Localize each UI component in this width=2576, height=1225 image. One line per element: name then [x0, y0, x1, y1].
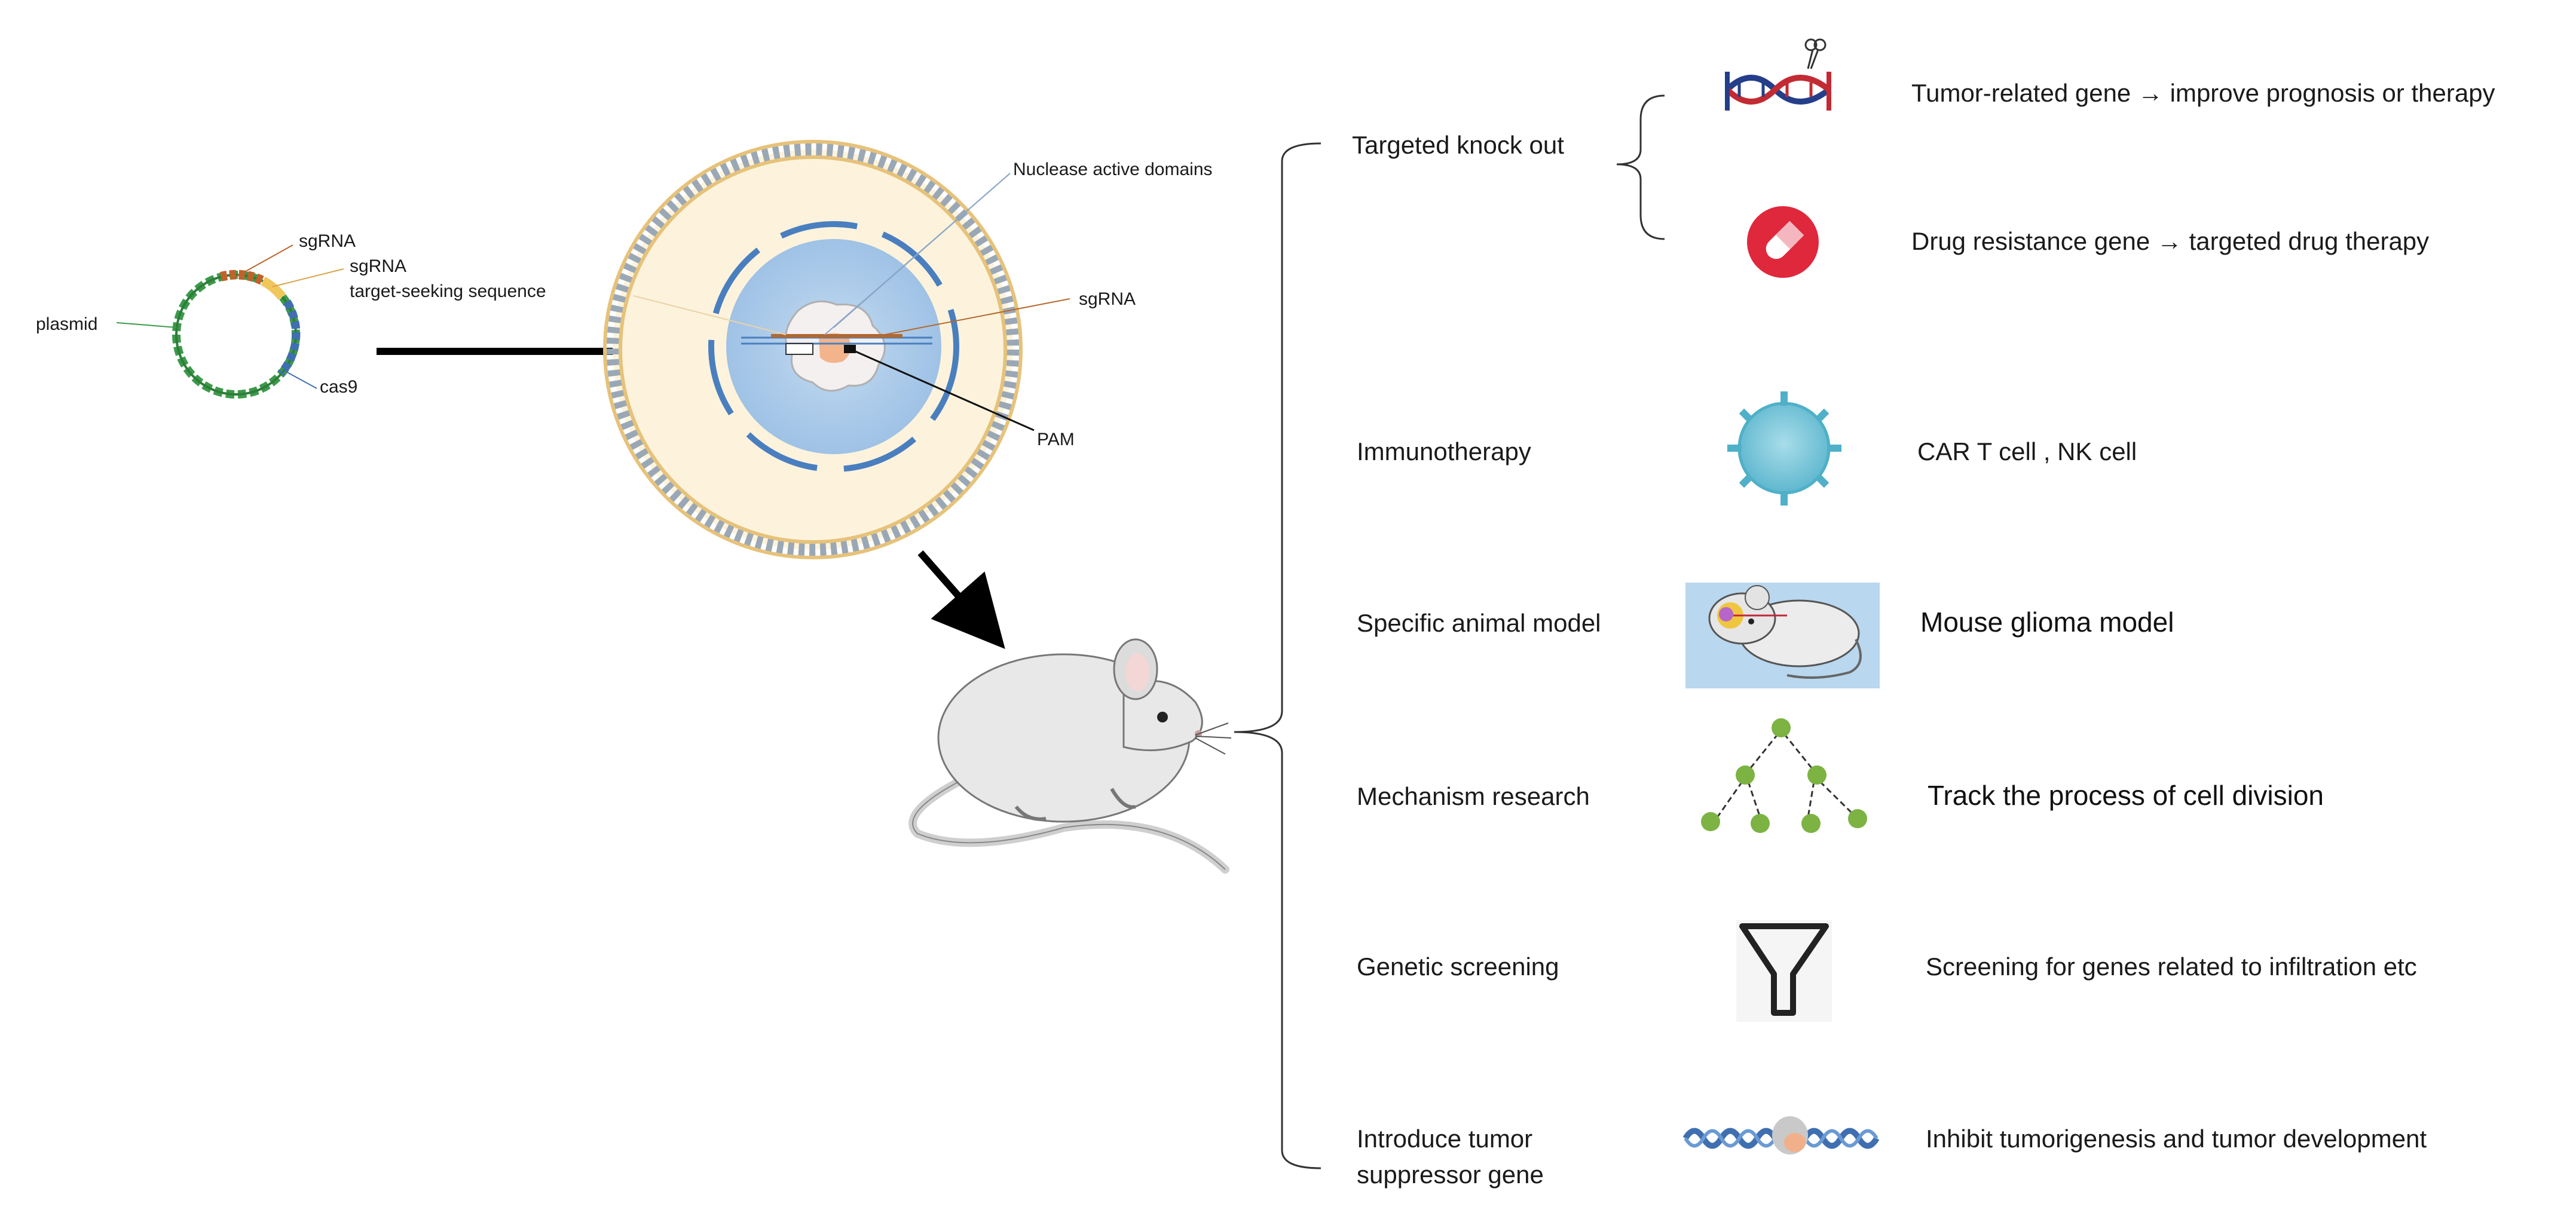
- desc-inhibit: Inhibit tumorigenesis and tumor developm…: [1926, 1125, 2427, 1153]
- desc-cell-division: Track the process of cell division: [1928, 780, 2324, 811]
- arrow-cell-to-mouse: [917, 550, 1005, 650]
- knockout-brace: [1616, 94, 1665, 240]
- cell-graphic: Nuclease active domains sgRNA PAM: [603, 140, 1213, 559]
- desc-car-t: CAR T cell , NK cell: [1917, 437, 2137, 466]
- category-genetic-screening: Genetic screening: [1357, 953, 1559, 981]
- desc-drug-resistance: Drug resistance gene → targeted drug the…: [1911, 227, 2429, 255]
- plasmid-graphic: plasmid sgRNA sgRNA target-seeking seque…: [36, 231, 546, 399]
- main-brace: [1234, 142, 1321, 1169]
- desc-tumor-related: Tumor-related gene → improve prognosis o…: [1911, 79, 2495, 107]
- t-cell-icon: [1727, 391, 1841, 506]
- desc-mouse-glioma: Mouse glioma model: [1920, 607, 2174, 638]
- category-tumor-suppressor-line2: suppressor gene: [1357, 1160, 1544, 1189]
- plasmid-label: plasmid: [36, 314, 97, 334]
- category-immunotherapy: Immunotherapy: [1357, 437, 1531, 466]
- category-targeted-knockout: Targeted knock out: [1352, 131, 1564, 159]
- dna-scissors-icon: [1725, 38, 1831, 111]
- dna-strand-icon: [1682, 1116, 1880, 1154]
- pill-icon: [1747, 206, 1819, 278]
- nuclease-label: Nuclease active domains: [1013, 160, 1213, 179]
- cas9-label: cas9: [320, 377, 357, 397]
- category-mechanism-research: Mechanism research: [1357, 782, 1590, 810]
- mouse-glioma-icon: [1685, 583, 1880, 688]
- category-tumor-suppressor-line1: Introduce tumor: [1357, 1125, 1532, 1153]
- category-animal-model: Specific animal model: [1357, 609, 1601, 637]
- cell-division-tree-icon: [1701, 718, 1867, 833]
- desc-screening: Screening for genes related to infiltrat…: [1926, 953, 2417, 981]
- funnel-icon: [1736, 920, 1832, 1022]
- sgrna-seq-label-2: target-seeking sequence: [350, 281, 546, 301]
- cell-sgrna-label: sgRNA: [1079, 289, 1136, 309]
- sgrna-label: sgRNA: [299, 231, 356, 251]
- pam-label: PAM: [1037, 430, 1075, 449]
- mouse-illustration: [908, 638, 1232, 874]
- sgrna-seq-label-1: sgRNA: [350, 256, 406, 276]
